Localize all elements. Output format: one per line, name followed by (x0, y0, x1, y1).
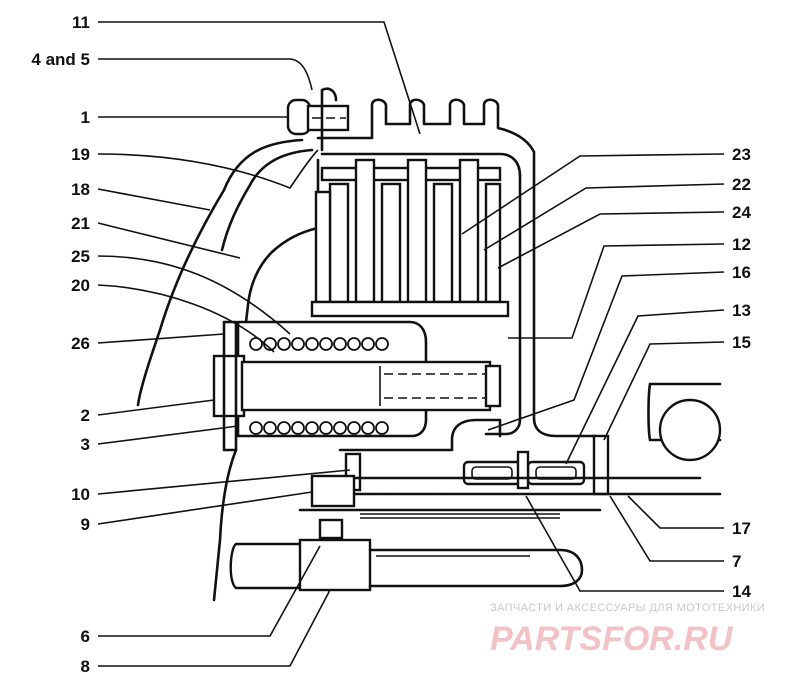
clutch-assembly-drawing (136, 87, 722, 602)
leader-17 (627, 495, 724, 529)
leader-10 (97, 469, 351, 495)
callout-7: 7 (732, 552, 741, 571)
callout-20: 20 (71, 276, 90, 295)
callout-1: 1 (81, 108, 90, 127)
callout-3: 3 (81, 435, 90, 454)
callout-25: 25 (71, 247, 90, 266)
leader-12 (508, 243, 725, 339)
leader-26 (97, 333, 225, 344)
callout-22: 22 (732, 175, 751, 194)
watermark: ЗАПЧАСТИ И АКСЕССУАРЫ ДЛЯ МОТОТЕХНИКИ PA… (490, 602, 765, 658)
callout-18: 18 (71, 180, 90, 199)
leader-15 (603, 341, 725, 441)
leader-8 (98, 589, 331, 667)
clutch-spring-lower (249, 421, 389, 435)
callout-11: 11 (72, 13, 90, 32)
thrust-washer-center (516, 450, 530, 490)
callout-26: 26 (71, 334, 90, 353)
leader-lines (97, 21, 725, 667)
callout-15: 15 (732, 333, 751, 352)
leader-9 (97, 491, 313, 525)
clutch-hub (236, 320, 428, 438)
leader-19 (97, 149, 319, 189)
leader-3 (97, 425, 239, 445)
clutch-cover-contour (244, 158, 320, 324)
leader-2 (97, 399, 215, 416)
tab-washer (320, 87, 338, 152)
spline-shaft (298, 508, 602, 540)
callout-8: 8 (81, 657, 90, 676)
main-shaft (212, 354, 502, 418)
leader-4and5 (98, 58, 313, 91)
primary-gear-body (338, 418, 502, 452)
thrust-washer-right (592, 434, 610, 496)
leader-23 (461, 153, 725, 235)
cover-bolt (286, 98, 350, 136)
lower-case-wall (212, 448, 238, 602)
clutch-spring-upper (249, 337, 389, 351)
leader-14 (525, 495, 724, 592)
callout-labels: 4 and 5 1 19 18 21 25 20 26 2 3 10 9 6 8… (31, 13, 751, 676)
callout-19: 19 (71, 145, 90, 164)
push-rod (229, 538, 584, 592)
callout-16: 16 (732, 263, 751, 282)
pressure-plate (310, 300, 510, 318)
leader-24 (497, 211, 725, 269)
leader-22 (483, 183, 725, 251)
leader-11 (98, 21, 421, 135)
leader-25 (97, 255, 291, 335)
watermark-caption: ЗАПЧАСТИ И АКСЕССУАРЫ ДЛЯ МОТОТЕХНИКИ (490, 602, 765, 614)
leader-7 (609, 495, 724, 562)
callout-10: 10 (71, 485, 90, 504)
callout-17: 17 (732, 519, 751, 538)
callout-24: 24 (732, 203, 751, 222)
crankcase-cover-outline (136, 138, 304, 407)
callout-2: 2 (81, 406, 90, 425)
callout-23: 23 (732, 145, 751, 164)
leader-20 (97, 284, 275, 353)
leader-21 (97, 222, 241, 259)
callout-14: 14 (732, 582, 751, 601)
needle-bearing-left (462, 460, 522, 486)
leader-16 (487, 271, 725, 431)
needle-bearing-right (526, 460, 586, 486)
callout-4-and-5: 4 and 5 (31, 50, 90, 69)
clutch-basket (320, 152, 522, 436)
cover-inner-wall (220, 148, 314, 252)
leader-6 (98, 545, 321, 637)
leader-18 (97, 188, 211, 211)
output-shaft (310, 382, 722, 508)
housing-finned-top (316, 98, 598, 438)
watermark-brand: PARTSFOR.RU (490, 620, 734, 658)
callout-9: 9 (81, 515, 90, 534)
clutch-plate-stack (314, 158, 502, 304)
leader-13 (565, 309, 725, 465)
callout-21: 21 (71, 214, 90, 233)
callout-13: 13 (732, 301, 751, 320)
callout-6: 6 (81, 627, 90, 646)
callout-12: 12 (732, 235, 751, 254)
